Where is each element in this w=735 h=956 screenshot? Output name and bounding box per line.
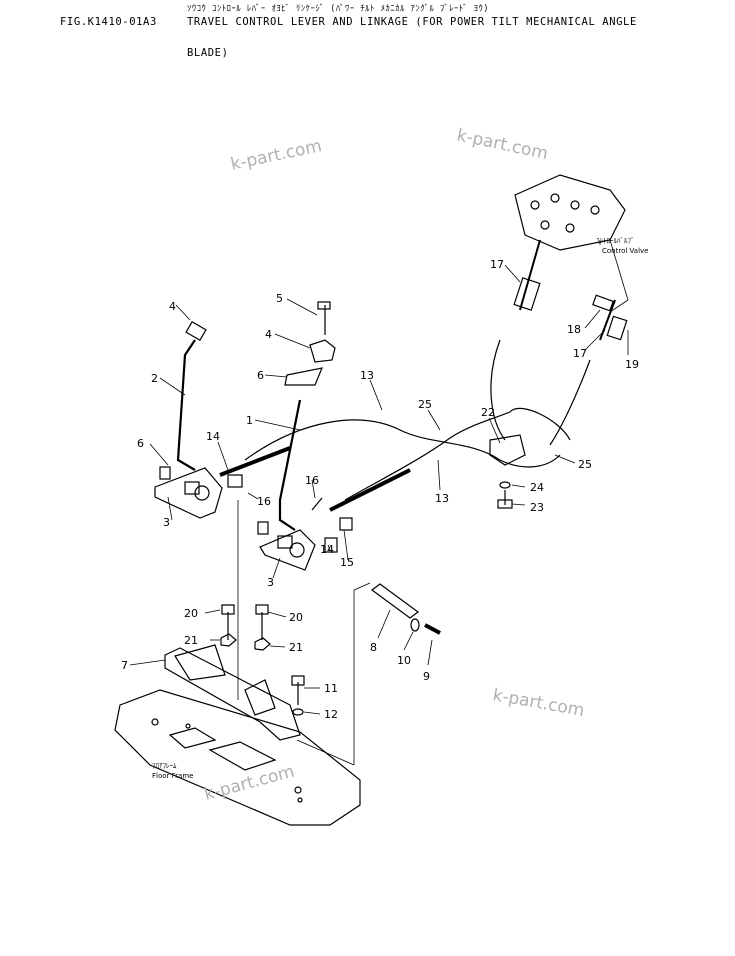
part-label-17: 17: [490, 258, 504, 271]
part-label-24: 24: [530, 481, 544, 494]
part-label-6: 6: [137, 437, 144, 450]
part-label-12: 12: [324, 708, 338, 721]
part-label-11: 11: [324, 682, 338, 695]
title-line-2: BLADE): [187, 47, 229, 59]
part-label-21: 21: [289, 641, 303, 654]
part-label-19: 19: [625, 358, 639, 371]
part-label-21: 21: [184, 634, 198, 647]
part-label-20: 20: [289, 611, 303, 624]
japanese-title: ｿｳｺｳ ｺﾝﾄﾛｰﾙ ﾚﾊﾞｰ ｵﾖﾋﾞ ﾘﾝｹｰｼﾞ (ﾊﾟﾜｰ ﾁﾙﾄ ﾒ…: [187, 4, 490, 14]
watermark: k-part.com: [229, 136, 324, 175]
bracket-3-left: [154, 467, 223, 519]
part-label-13: 13: [435, 492, 449, 505]
part-label-6: 6: [257, 369, 264, 382]
part-label-9: 9: [423, 670, 430, 683]
part-label-16: 16: [257, 495, 271, 508]
control-valve-label-jp: ｺﾝﾄﾛｰﾙﾊﾞﾙﾌﾞ: [596, 237, 635, 245]
part-label-23: 23: [530, 501, 544, 514]
part-label-3: 3: [163, 516, 170, 529]
part-label-2: 2: [151, 372, 158, 385]
watermark: k-part.com: [491, 685, 586, 721]
part-label-13: 13: [360, 369, 374, 382]
part-label-25: 25: [578, 458, 592, 471]
part-label-10: 10: [397, 654, 411, 667]
title-line-1: TRAVEL CONTROL LEVER AND LINKAGE (FOR PO…: [187, 16, 637, 28]
floor-frame-label-en: Floor Frame: [152, 772, 193, 780]
bracket-3-right: [259, 529, 316, 571]
cable-13-upper: [244, 419, 561, 468]
part-label-16: 16: [305, 474, 319, 487]
part-label-4: 4: [169, 300, 176, 313]
bracket-7: [164, 647, 301, 741]
part-label-8: 8: [370, 641, 377, 654]
watermark: k-part.com: [455, 125, 550, 164]
part-label-15: 15: [340, 556, 354, 569]
part-label-5: 5: [276, 292, 283, 305]
floor-frame-label-jp: ﾌﾛｱﾌﾚｰﾑ: [152, 762, 177, 770]
part-label-14: 14: [320, 543, 334, 556]
floor-frame: [114, 689, 361, 826]
part-label-14: 14: [206, 430, 220, 443]
control-valve-label-en: Control Valve: [602, 247, 648, 255]
part-label-3: 3: [267, 576, 274, 589]
part-label-4: 4: [265, 328, 272, 341]
lever-2: [176, 339, 196, 471]
part-label-7: 7: [121, 659, 128, 672]
figure-id: FIG.K1410-01A3: [60, 16, 157, 28]
lever-1: [278, 399, 302, 531]
part-label-1: 1: [246, 414, 253, 427]
part-label-25: 25: [418, 398, 432, 411]
part-label-17: 17: [573, 347, 587, 360]
cable-13-lower: [344, 407, 571, 501]
control-valve: [514, 174, 626, 251]
part-label-18: 18: [567, 323, 581, 336]
part-label-20: 20: [184, 607, 198, 620]
knob-4-left: [185, 320, 207, 342]
part-label-22: 22: [481, 406, 495, 419]
